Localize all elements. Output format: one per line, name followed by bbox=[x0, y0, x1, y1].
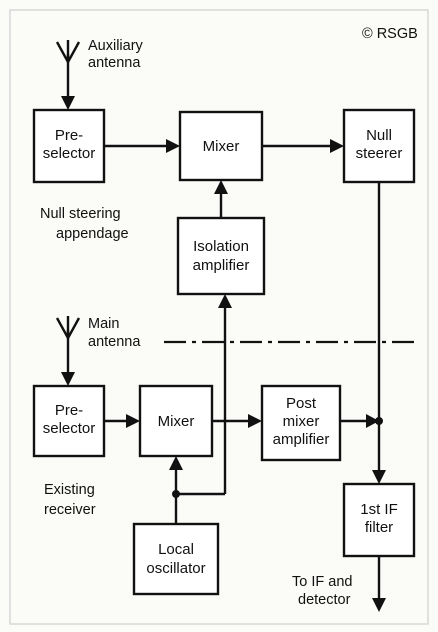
local-oscillator-line2: oscillator bbox=[146, 560, 205, 577]
existing-receiver-line2: receiver bbox=[44, 502, 96, 518]
arrow-mixer-to-null-steerer bbox=[330, 139, 344, 153]
if-filter-line2: filter bbox=[365, 519, 393, 536]
post-mixer-amp-line1: Post bbox=[286, 395, 317, 412]
output-label-line1: To IF and bbox=[292, 574, 352, 590]
mixer-bottom-label: Mixer bbox=[158, 413, 195, 430]
arrow-output bbox=[372, 598, 386, 612]
arrow-mixer-to-post-amp bbox=[248, 414, 262, 428]
isolation-amplifier-block: Isolation amplifier bbox=[176, 216, 266, 296]
preselector-bottom-block: Pre- selector bbox=[32, 384, 106, 458]
arrow-preselector-to-mixer-bottom bbox=[126, 414, 140, 428]
null-steerer-block: Null steerer bbox=[342, 108, 416, 184]
auxiliary-antenna-icon bbox=[55, 40, 81, 100]
local-oscillator-line1: Local bbox=[158, 541, 194, 558]
arrow-isolation-to-mixer-top bbox=[214, 180, 228, 194]
first-if-filter-block: 1st IF filter bbox=[342, 482, 416, 558]
output-label-line2: detector bbox=[298, 592, 351, 608]
preselector-top-line2: selector bbox=[43, 145, 96, 162]
summing-junction-dot bbox=[375, 417, 383, 425]
mixer-top-block: Mixer bbox=[178, 110, 264, 182]
arrow-lo-to-isolation-amplifier bbox=[218, 294, 232, 308]
arrow-post-amp-to-junction bbox=[366, 414, 379, 428]
null-steering-appendage-line2: appendage bbox=[56, 226, 129, 242]
main-antenna-label-line1: Main bbox=[88, 316, 119, 332]
existing-receiver-line1: Existing bbox=[44, 482, 95, 498]
null-steerer-line1: Null bbox=[366, 127, 392, 144]
isolation-amplifier-line2: amplifier bbox=[193, 257, 250, 274]
main-antenna-label-line2: antenna bbox=[88, 334, 141, 350]
arrow-main-to-preselector bbox=[61, 372, 75, 386]
mixer-bottom-block: Mixer bbox=[138, 384, 214, 458]
local-oscillator-block: Local oscillator bbox=[132, 522, 220, 596]
preselector-bottom-line1: Pre- bbox=[55, 402, 83, 419]
main-antenna-icon bbox=[55, 316, 81, 376]
copyright-text: © RSGB bbox=[362, 26, 418, 42]
post-mixer-amplifier-block: Post mixer amplifier bbox=[260, 384, 342, 462]
if-filter-line1: 1st IF bbox=[360, 501, 398, 518]
preselector-top-line1: Pre- bbox=[55, 127, 83, 144]
auxiliary-antenna-label-line1: Auxiliary bbox=[88, 38, 144, 54]
arrow-into-if-filter bbox=[372, 470, 386, 484]
post-mixer-amp-line2: mixer bbox=[283, 413, 320, 430]
null-steerer-line2: steerer bbox=[356, 145, 403, 162]
preselector-top-block: Pre- selector bbox=[32, 108, 106, 184]
auxiliary-antenna-label-line2: antenna bbox=[88, 55, 141, 71]
diagram-frame bbox=[9, 9, 429, 625]
mixer-top-label: Mixer bbox=[203, 138, 240, 155]
arrow-aux-to-preselector bbox=[61, 96, 75, 110]
isolation-amplifier-line1: Isolation bbox=[193, 238, 249, 255]
arrow-lo-to-mixer-bottom bbox=[169, 456, 183, 470]
null-steering-appendage-line1: Null steering bbox=[40, 206, 121, 222]
arrow-preselector-to-mixer-top bbox=[166, 139, 180, 153]
preselector-bottom-line2: selector bbox=[43, 420, 96, 437]
post-mixer-amp-line3: amplifier bbox=[273, 431, 330, 448]
